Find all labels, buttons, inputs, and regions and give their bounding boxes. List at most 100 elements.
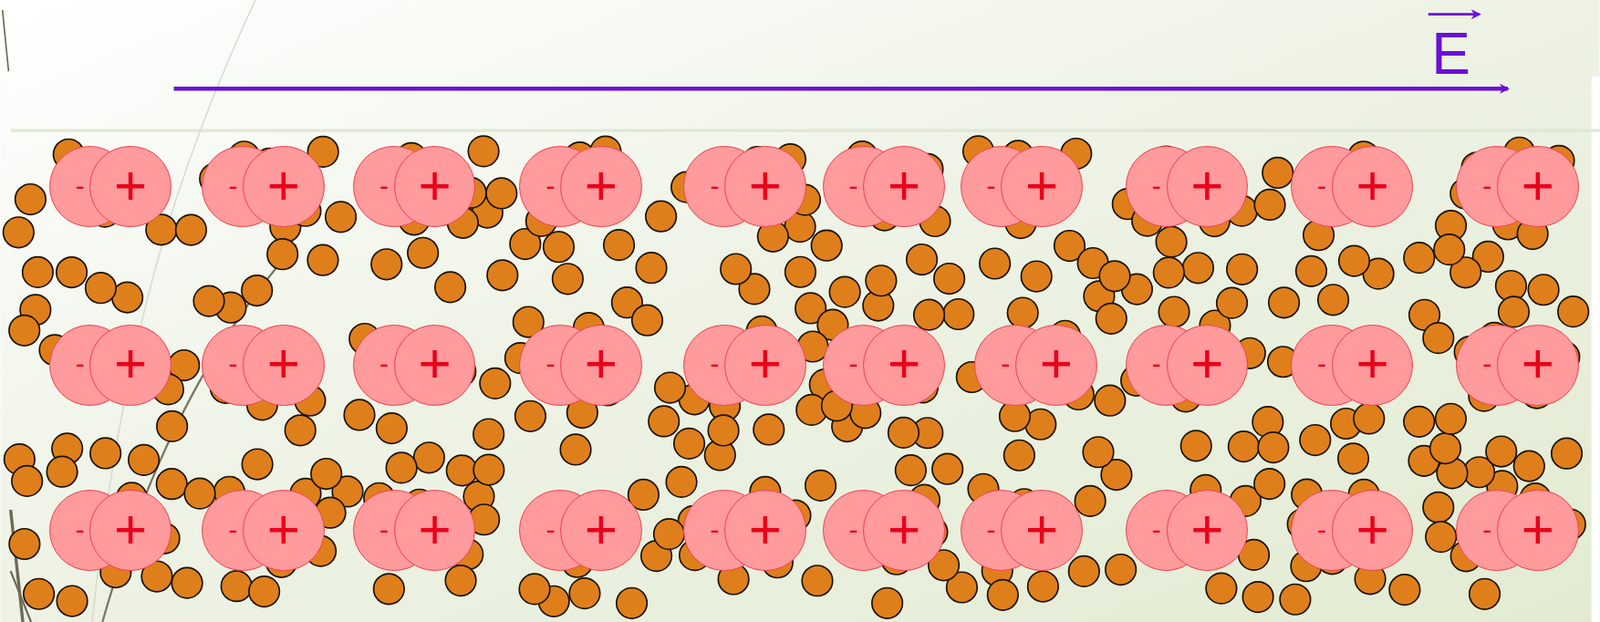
electron: [1105, 554, 1137, 586]
electron: [343, 399, 375, 431]
electron: [1558, 296, 1590, 328]
plus-sign: +: [417, 156, 451, 214]
electron: [56, 585, 88, 617]
electron: [1069, 556, 1101, 588]
minus-sign: -: [709, 516, 719, 544]
electron: [1425, 521, 1457, 553]
electron: [1254, 468, 1286, 500]
electron: [467, 135, 499, 167]
minus-sign: -: [1482, 350, 1492, 378]
plus-sign: +: [1355, 500, 1389, 558]
electron: [632, 304, 664, 336]
electron: [479, 368, 511, 400]
electron: [487, 259, 519, 291]
electron: [1180, 430, 1212, 462]
minus-sign: -: [545, 516, 555, 544]
positive-ion: +: [1331, 489, 1413, 572]
electron: [1423, 322, 1455, 354]
electron: [1318, 284, 1350, 316]
electron: [193, 285, 225, 317]
plus-sign: +: [1190, 500, 1224, 558]
electron: [829, 276, 861, 308]
electron: [603, 229, 635, 261]
electron: [1423, 492, 1455, 524]
plus-sign: +: [1521, 500, 1555, 558]
electron: [1279, 583, 1311, 615]
electron: [1403, 242, 1435, 274]
electron: [1216, 287, 1248, 319]
electron: [519, 573, 551, 605]
minus-sign: -: [75, 172, 85, 200]
plus-sign: +: [1521, 156, 1555, 214]
electron: [156, 411, 188, 443]
electron: [560, 434, 592, 466]
electron: [1155, 226, 1187, 258]
minus-sign: -: [228, 350, 238, 378]
electron: [1551, 437, 1583, 469]
electron: [1205, 572, 1237, 604]
electron: [932, 453, 964, 485]
minus-sign: -: [1482, 516, 1492, 544]
electron: [720, 253, 752, 285]
minus-sign: -: [987, 172, 997, 200]
electron: [805, 470, 837, 502]
electron: [1099, 260, 1131, 292]
electron: [1498, 296, 1530, 328]
electron: [1028, 571, 1060, 603]
minus-sign: -: [849, 516, 859, 544]
minus-sign: -: [228, 516, 238, 544]
electron: [665, 467, 697, 499]
electron: [435, 271, 467, 303]
electron: [1514, 450, 1546, 482]
electron: [552, 263, 584, 295]
electron: [1339, 245, 1371, 277]
decor-line: [92, 0, 256, 622]
plus-sign: +: [1190, 334, 1224, 392]
minus-sign: -: [545, 172, 555, 200]
electron: [325, 201, 357, 233]
plus-sign: +: [267, 156, 301, 214]
electron: [515, 401, 547, 433]
electron: [1254, 189, 1286, 221]
plus-sign: +: [114, 334, 147, 392]
electron: [284, 415, 316, 447]
plus-sign: +: [748, 500, 782, 558]
electron: [616, 588, 648, 620]
electron: [654, 519, 686, 551]
positive-ion: +: [89, 145, 171, 228]
positive-ion: +: [1000, 145, 1082, 228]
electron: [914, 299, 946, 331]
minus-sign: -: [75, 350, 85, 378]
electron: [1485, 436, 1517, 468]
electron: [1257, 432, 1289, 464]
electron: [374, 573, 406, 605]
plus-sign: +: [114, 156, 147, 214]
plus-sign: +: [1039, 334, 1073, 392]
electron: [674, 428, 706, 460]
edge-strip: [1591, 76, 1600, 622]
plus-sign: +: [1521, 334, 1555, 392]
minus-sign: -: [1152, 516, 1162, 544]
positive-ion: +: [1331, 145, 1413, 228]
positive-ion: +: [1331, 324, 1413, 406]
positive-ion: +: [1496, 489, 1579, 572]
minus-sign: -: [849, 350, 859, 378]
plus-sign: +: [887, 500, 921, 558]
electron: [414, 442, 446, 474]
electron: [635, 252, 667, 284]
minus-sign: -: [379, 516, 389, 544]
positive-ion: +: [394, 145, 476, 228]
plus-sign: +: [887, 156, 921, 214]
plus-sign: +: [267, 500, 301, 558]
positive-ion: +: [1496, 324, 1579, 406]
plus-sign: +: [748, 334, 782, 392]
electron: [810, 229, 842, 261]
electron: [1074, 486, 1106, 518]
minus-sign: -: [1317, 350, 1327, 378]
electron: [307, 244, 339, 276]
electron: [176, 214, 208, 246]
minus-sign: -: [545, 350, 555, 378]
positive-ion: +: [1166, 489, 1248, 572]
minus-sign: -: [1152, 350, 1162, 378]
